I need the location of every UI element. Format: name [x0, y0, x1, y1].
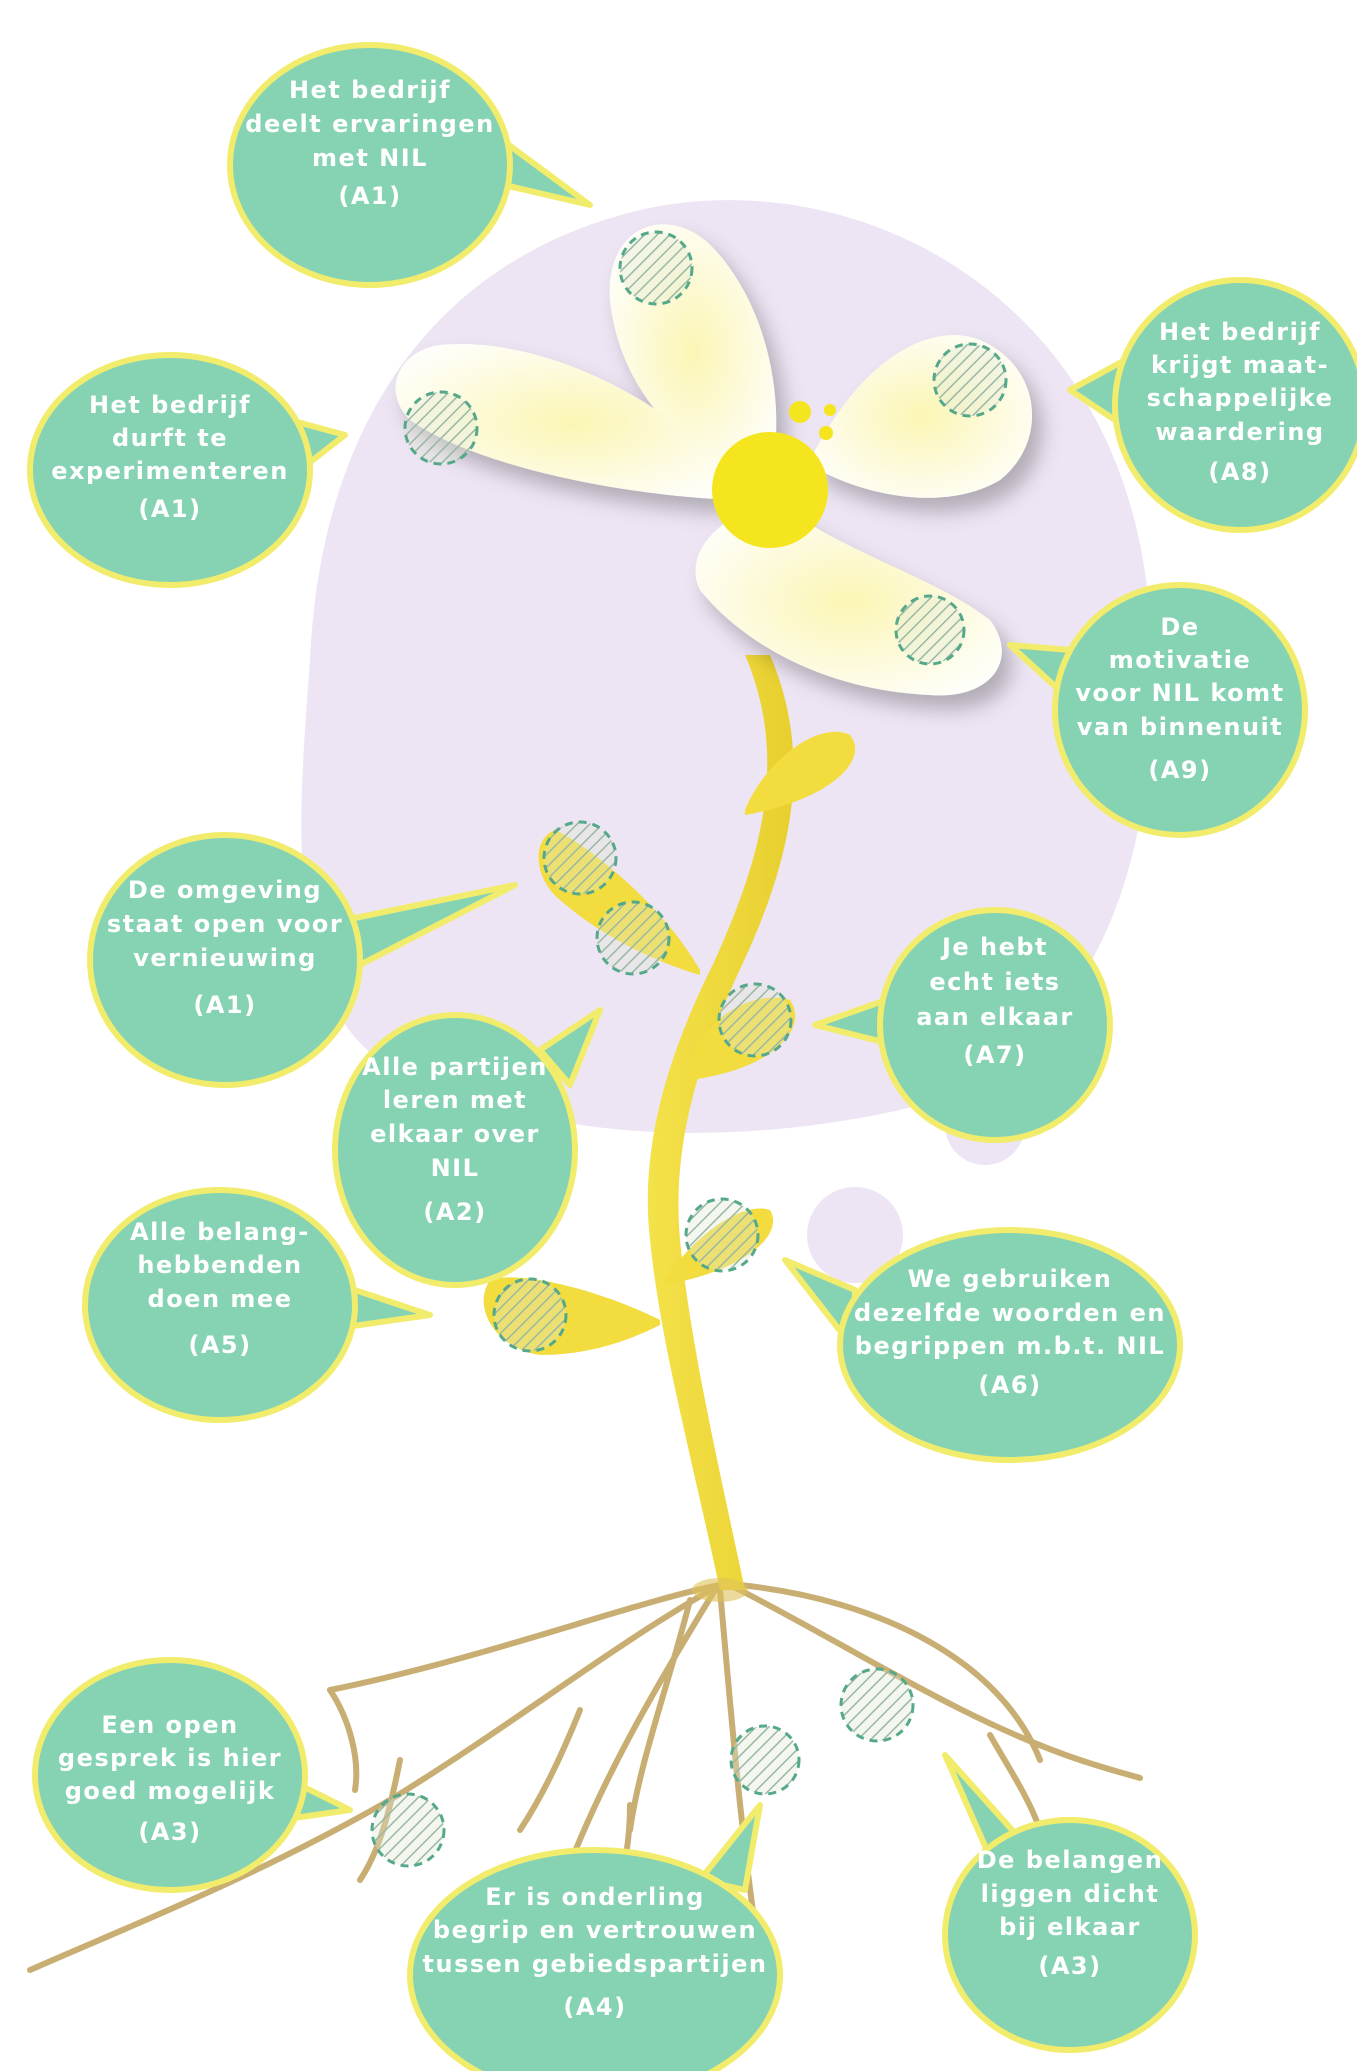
- bubble-text-line: bij elkaar: [999, 1913, 1141, 1941]
- bubble-text-line: (A1): [338, 182, 401, 210]
- bubble-text-line: (A3): [1038, 1952, 1101, 1980]
- bubble-text-line: staat open voor: [107, 910, 343, 938]
- bubble-a3-right: De belangen liggen dicht bij elkaar (A3): [945, 1755, 1195, 2050]
- bubble-text-line: NIL: [431, 1154, 480, 1182]
- hatched-marker: [934, 344, 1006, 416]
- bubble-text-line: (A9): [1148, 756, 1211, 784]
- hatched-marker: [494, 1279, 566, 1351]
- bubble-text-line: We gebruiken: [908, 1265, 1113, 1293]
- bubble-text-line: aan elkaar: [916, 1003, 1074, 1031]
- bubble-text-line: De omgeving: [128, 876, 322, 904]
- bubble-text-line: begrip en vertrouwen: [433, 1916, 757, 1944]
- bubble-text-line: (A6): [978, 1371, 1041, 1399]
- hatched-marker: [405, 392, 477, 464]
- bubble-text-line: (A8): [1208, 458, 1271, 486]
- bubble-text-line: gesprek is hier: [58, 1744, 282, 1772]
- bubble-text-line: goed mogelijk: [65, 1777, 276, 1805]
- bubble-text-line: (A1): [138, 495, 201, 523]
- bubble-text-line: tussen gebiedspartijen: [423, 1950, 768, 1978]
- bubble-text-line: elkaar over: [370, 1120, 540, 1148]
- bubble-text-line: Alle belang-: [130, 1218, 310, 1246]
- bubble-fill: [39, 1664, 301, 1886]
- bubble-text-line: waardering: [1155, 418, 1324, 446]
- bubble-text-line: (A7): [963, 1041, 1026, 1069]
- bubble-text-line: echt iets: [929, 968, 1060, 996]
- bubble-text-line: voor NIL komt: [1075, 679, 1284, 707]
- bubble-text-line: begrippen m.b.t. NIL: [855, 1332, 1165, 1360]
- bubble-text-line: krijgt maat-: [1151, 351, 1329, 379]
- bubble-text-line: Het bedrijf: [89, 391, 251, 419]
- bubble-a1-left: Het bedrijf durft te experimenteren (A1): [30, 355, 345, 585]
- hatched-marker: [544, 822, 616, 894]
- bubble-text-line: Een open: [101, 1711, 238, 1739]
- hatched-marker: [597, 902, 669, 974]
- bubble-text-line: leren met: [383, 1086, 527, 1114]
- bubble-text-line: (A2): [423, 1198, 486, 1226]
- bubble-text-line: (A5): [188, 1331, 251, 1359]
- bubble-text-line: (A1): [193, 991, 256, 1019]
- bubble-a4: Er is onderling begrip en vertrouwen tusse…: [410, 1805, 780, 2071]
- bubble-text-line: (A3): [138, 1818, 201, 1846]
- bubble-text-line: met NIL: [312, 144, 428, 172]
- hatched-marker: [372, 1794, 444, 1866]
- bubble-text-line: deelt ervaringen: [245, 110, 494, 138]
- hatched-marker: [841, 1669, 913, 1741]
- bubble-text-line: De: [1160, 613, 1199, 641]
- bubble-text-line: Er is onderling: [485, 1883, 705, 1911]
- bubble-text-line: experimenteren: [51, 457, 289, 485]
- bubble-text-line: schappelijke: [1147, 384, 1334, 412]
- bubble-text-line: motivatie: [1109, 646, 1252, 674]
- hatched-marker: [686, 1199, 758, 1271]
- bubble-text-line: van binnenuit: [1077, 713, 1284, 741]
- bubble-text-line: (A4): [563, 1993, 626, 2021]
- bubble-text-line: liggen dicht: [981, 1880, 1160, 1908]
- hatched-marker: [896, 596, 964, 664]
- bubble-text-line: hebbenden: [137, 1251, 302, 1279]
- bubble-text-line: vernieuwing: [133, 944, 317, 972]
- bubble-text-line: doen mee: [148, 1285, 293, 1313]
- bubble-text-line: Je hebt: [940, 933, 1048, 961]
- bubble-text-line: Het bedrijf: [1159, 318, 1321, 346]
- bubble-text-line: dezelfde woorden en: [854, 1299, 1166, 1327]
- hatched-marker: [620, 232, 692, 304]
- bubble-a3-left: Een open gesprek is hier goed mogelijk (A3): [35, 1660, 350, 1890]
- bubble-text-line: durft te: [112, 424, 228, 452]
- bubble-text-line: Het bedrijf: [289, 76, 451, 104]
- bubble-text-line: Alle partijen: [362, 1053, 548, 1081]
- bubble-text-line: De belangen: [977, 1846, 1164, 1874]
- hatched-marker: [731, 1726, 799, 1794]
- hatched-marker: [719, 984, 791, 1056]
